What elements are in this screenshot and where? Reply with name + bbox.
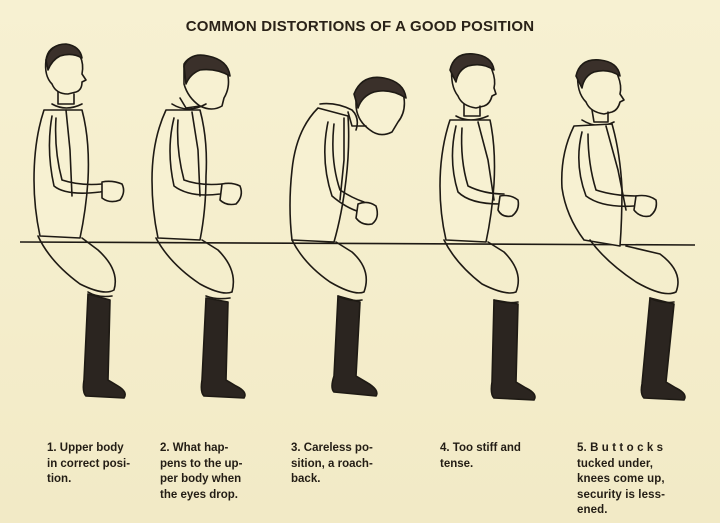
reference-line	[19, 241, 696, 246]
caption-5: 5. B u t t o c k s tucked under, knees c…	[577, 442, 666, 516]
rider-figure-1	[33, 43, 126, 399]
rider-figure-5	[560, 59, 686, 401]
rider-figure-2	[151, 54, 246, 399]
rider-figure-4	[439, 53, 536, 401]
rider-illustrations	[19, 43, 696, 401]
caption-2: 2. What hap- pens to the up- per body wh…	[160, 442, 243, 501]
rider-figure-3	[289, 76, 407, 397]
page-title: COMMON DISTORTIONS OF A GOOD POSITION	[185, 18, 535, 35]
caption-1: 1. Upper body in correct posi- tion.	[47, 442, 131, 485]
caption-4: 4. Too stiff and tense.	[440, 442, 521, 470]
caption-3: 3. Careless po- sition, a roach- back.	[291, 442, 373, 485]
